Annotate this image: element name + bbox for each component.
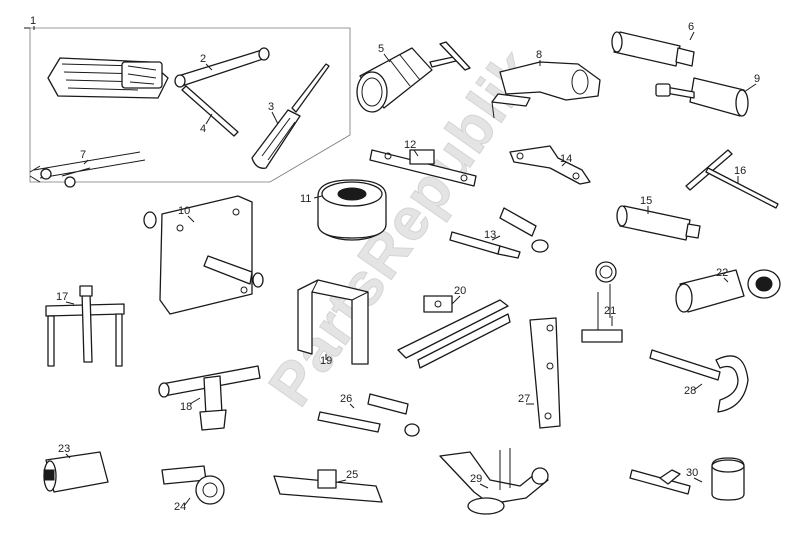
part-number-12: 12: [404, 139, 416, 151]
box-wrench-icon: [174, 47, 270, 137]
part-number-29: 29: [470, 473, 482, 485]
socket-tool-icon: [43, 451, 109, 493]
part-number-27: 27: [518, 393, 530, 405]
bracket-tool-icon: [297, 279, 369, 365]
gearbox-tool-icon: [439, 448, 549, 515]
socket-tool-icon: [158, 365, 261, 431]
part-number-7: 7: [80, 149, 86, 161]
puller-tool-icon: [45, 285, 125, 367]
part-number-16: 16: [734, 165, 746, 177]
compression-tool-icon: [491, 61, 601, 119]
mounting-plate-icon: [529, 317, 561, 429]
pin-tool-icon: [317, 393, 420, 437]
part-number-5: 5: [378, 43, 384, 55]
tool-pouch-icon: [47, 57, 169, 99]
part-number-26: 26: [340, 393, 352, 405]
cylinder-tool-icon: [611, 31, 695, 67]
part-number-9: 9: [754, 73, 760, 85]
part-number-13: 13: [484, 229, 496, 241]
part-number-labels: 1 2 3 4 5 6 7 8 9 10 11 12 13 14 15 16 1…: [30, 15, 760, 513]
flywheel-tool-icon: [161, 465, 225, 505]
valve-tool-icon: [629, 457, 745, 501]
part-number-14: 14: [560, 153, 572, 165]
cylinder-tool-icon: [356, 41, 471, 113]
part-number-17: 17: [56, 291, 68, 303]
part-number-2: 2: [200, 53, 206, 65]
part-number-30: 30: [686, 467, 698, 479]
leader-lines: [33, 26, 757, 507]
t-handle-icon: [685, 149, 779, 209]
part-number-4: 4: [200, 123, 206, 135]
mounting-plate-icon: [143, 195, 264, 315]
cylinder-tool-icon: [655, 77, 749, 117]
tool-kit-frame: [24, 27, 351, 183]
pin-tool-icon: [449, 207, 549, 259]
puller-tool-icon: [29, 151, 146, 188]
part-number-1: 1: [30, 15, 36, 27]
wrench-tool-icon: [649, 349, 749, 413]
screwdriver-icon: [251, 63, 330, 169]
part-number-18: 18: [180, 401, 192, 413]
part-number-28: 28: [684, 385, 696, 397]
sleeve-tool-icon: [675, 269, 781, 313]
part-number-25: 25: [346, 469, 358, 481]
part-number-8: 8: [536, 49, 542, 61]
cylinder-tool-icon: [616, 205, 701, 241]
part-number-19: 19: [320, 355, 332, 367]
part-number-21: 21: [604, 305, 616, 317]
part-number-10: 10: [178, 205, 190, 217]
bar-tool-icon: [273, 469, 383, 503]
part-number-15: 15: [640, 195, 652, 207]
part-number-20: 20: [454, 285, 466, 297]
part-number-24: 24: [174, 501, 186, 513]
part-number-6: 6: [688, 21, 694, 33]
wrench-tool-icon: [509, 145, 591, 185]
part-number-23: 23: [58, 443, 70, 455]
holder-tool-icon: [397, 295, 511, 369]
part-number-11: 11: [300, 193, 311, 205]
part-number-22: 22: [716, 267, 728, 279]
ring-tool-icon: [317, 179, 387, 241]
part-number-3: 3: [268, 101, 274, 113]
dial-gauge-icon: [581, 261, 623, 343]
